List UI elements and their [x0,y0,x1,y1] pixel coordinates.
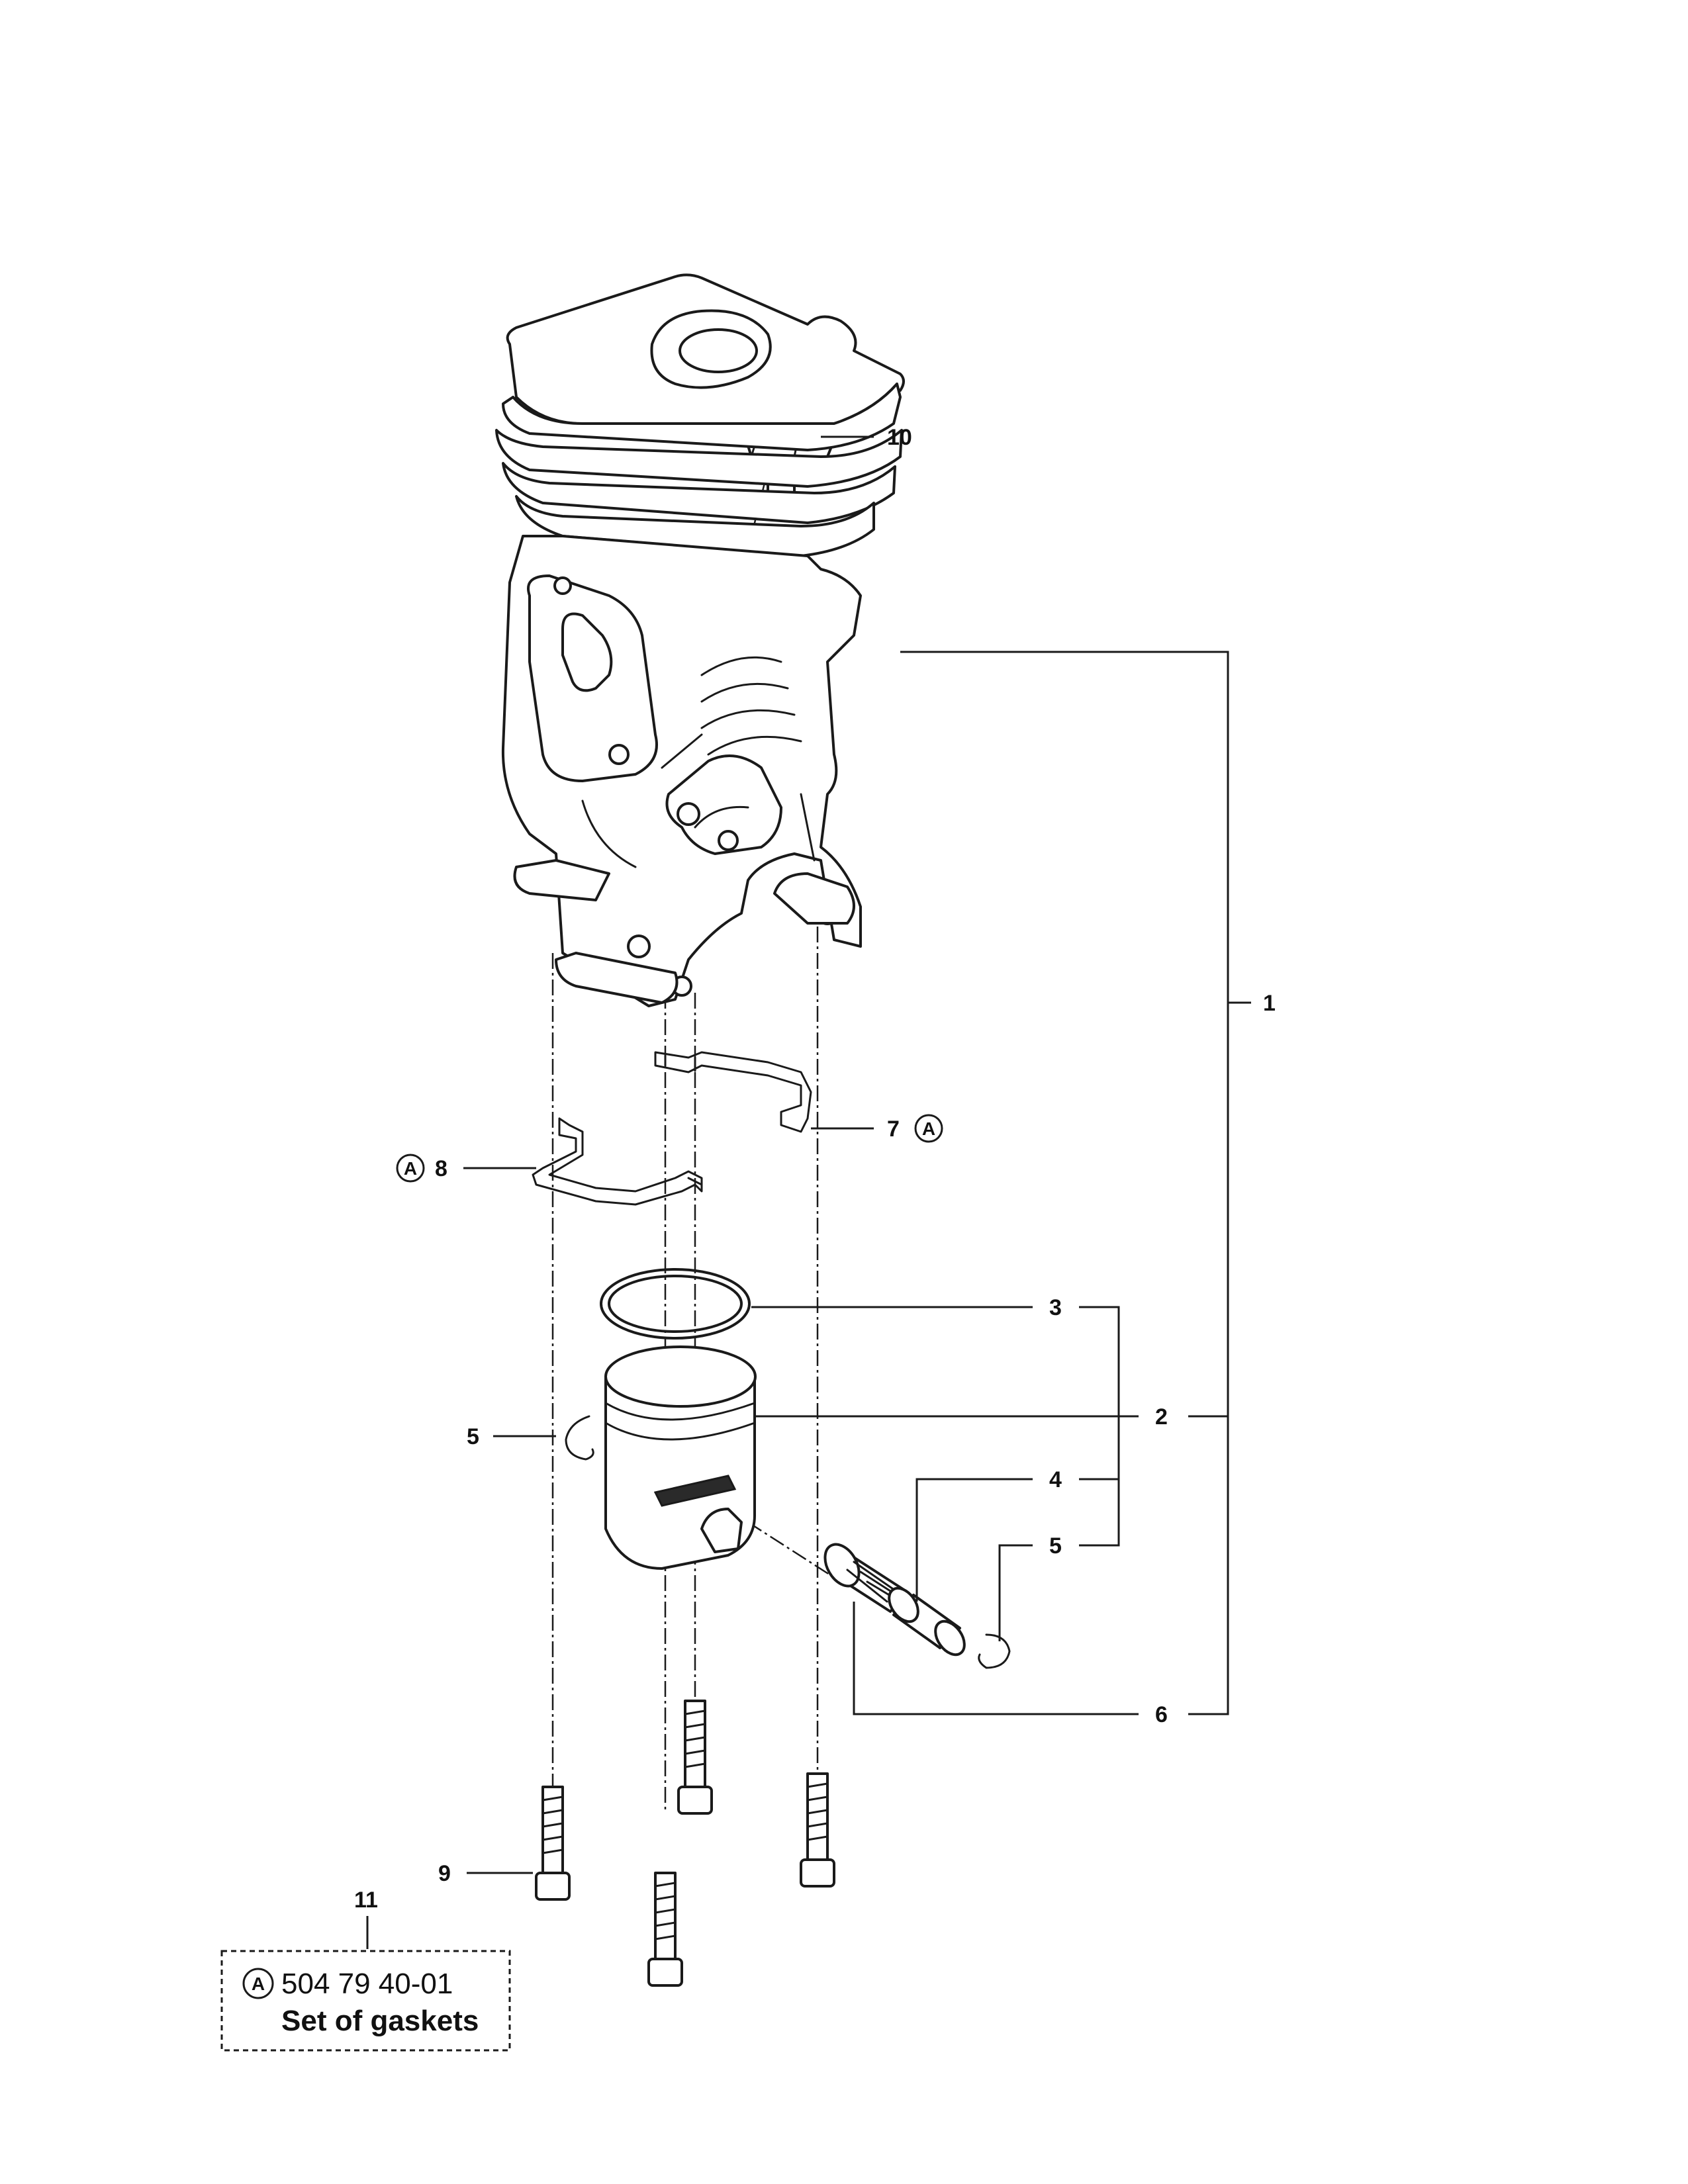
kit-marker-7: A [914,1114,943,1143]
piston-ring [600,1268,751,1340]
bolt [647,1872,683,1987]
circlip-left [565,1415,594,1461]
gasket-kit-marker: A [252,1974,265,1994]
gasket-kit-box: A 504 79 40-01 Set of gaskets [220,1950,511,2052]
kit-marker-8: A [396,1154,425,1183]
svg-text:A: A [922,1118,935,1139]
callout-5-left: 5 [467,1424,479,1449]
gasket-kit-description: Set of gaskets [281,2005,479,2037]
callout-8: 8 [435,1156,447,1181]
gasket-kit-part-number: 504 79 40-01 [281,1968,453,2000]
svg-text:A: A [404,1158,417,1179]
callout-3: 3 [1049,1295,1062,1320]
cylinder [495,273,905,1007]
callout-11: 11 [354,1888,378,1913]
callout-10: 10 [887,425,912,450]
callout-9: 9 [438,1861,451,1886]
piston [604,1345,757,1570]
callout-labels: 10 1 7 8 3 2 5 4 5 6 9 11 [354,425,1276,1913]
gasket-7 [654,1051,812,1133]
bolt [677,1700,713,1815]
callout-4: 4 [1049,1467,1062,1492]
bolt [800,1772,835,1888]
gasket-8 [532,1117,703,1206]
callout-7: 7 [887,1116,900,1142]
circlip-right [978,1633,1011,1669]
callout-5-right: 5 [1049,1533,1062,1559]
piston-pin [888,1586,966,1657]
leader-lines [366,435,1251,1949]
bolt [535,1786,571,1901]
callout-1: 1 [1263,991,1276,1016]
callout-2: 2 [1155,1404,1168,1430]
callout-6: 6 [1155,1702,1168,1727]
